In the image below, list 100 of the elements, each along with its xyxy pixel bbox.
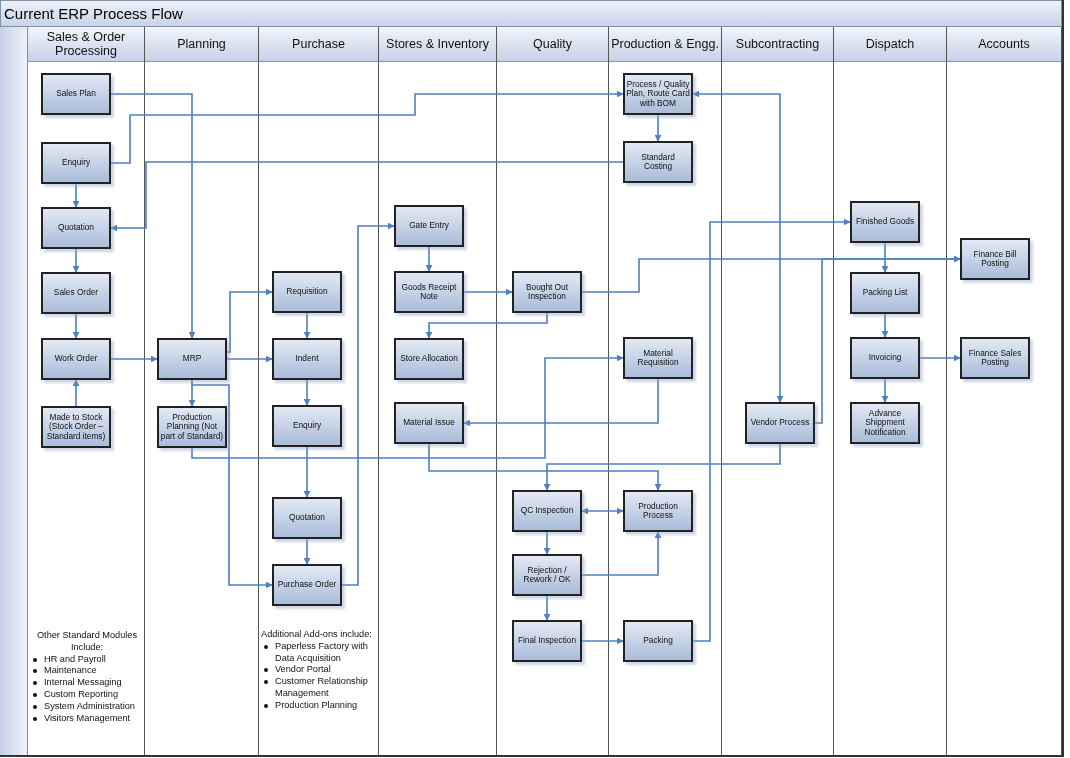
arrow — [303, 446, 311, 498]
arrow — [191, 354, 624, 459]
bullet-item: Visitors Management — [44, 712, 131, 723]
bullet-item: HR and Payroll — [44, 653, 106, 664]
arrow — [692, 90, 784, 403]
process-box: Requisition — [272, 271, 342, 313]
bullet-item: Custom Reporting — [44, 689, 119, 699]
process-box: Finished Goods — [850, 201, 920, 243]
arrow — [463, 378, 659, 427]
process-box: Quotation — [41, 207, 111, 249]
bullet-item: Internal Messaging — [44, 677, 122, 688]
arrow — [110, 93, 196, 339]
process-box: QC Inspection — [512, 490, 582, 532]
lane-header: Planning — [145, 27, 258, 62]
swimlane — [947, 27, 1062, 755]
arrow — [191, 379, 273, 589]
arrow — [110, 161, 624, 232]
process-box: Enquiry — [41, 142, 111, 184]
bullet-item: Production Planning — [275, 699, 358, 710]
process-box: MRP — [157, 338, 227, 380]
process-box: Final Inspection — [512, 620, 582, 662]
arrow — [226, 288, 273, 353]
arrow — [425, 312, 548, 339]
bullet-item: Vendor Portal — [275, 664, 331, 675]
swimlane — [609, 27, 722, 755]
process-box: Process / Quality Plan, Route Card with BOM — [623, 73, 693, 115]
swimlane — [722, 27, 834, 755]
arrow — [543, 443, 781, 491]
arrow — [881, 313, 889, 338]
process-box: Production Process — [623, 490, 693, 532]
swimlane — [497, 27, 609, 755]
note-heading: Additional Add-ons include: — [261, 629, 373, 641]
arrow — [72, 183, 80, 208]
process-box: Finance Sales Posting — [960, 337, 1030, 379]
arrow — [654, 114, 662, 142]
note-heading: Other Standard Modules Include: — [35, 630, 139, 654]
process-box: Advance Shippment Notification — [850, 402, 920, 444]
diagram-title: Current ERP Process Flow — [0, 0, 1062, 27]
process-box: Vendor Process — [745, 402, 815, 444]
arrow — [110, 90, 624, 164]
arrow — [881, 378, 889, 403]
swimlane — [28, 27, 145, 755]
swimlane — [145, 27, 259, 755]
bullet-item: Maintenance — [44, 665, 97, 676]
swimlane — [259, 27, 379, 755]
arrow — [303, 538, 311, 565]
process-box: Purchase Order — [272, 564, 342, 606]
arrow — [581, 531, 662, 576]
process-box: Enquiry — [272, 405, 342, 447]
arrow — [581, 637, 624, 645]
process-box: Packing List — [850, 272, 920, 314]
lane-header: Accounts — [947, 27, 1061, 62]
process-box: Material Issue — [394, 402, 464, 444]
arrow — [881, 242, 889, 273]
process-box: Invoicing — [850, 337, 920, 379]
arrow — [303, 379, 311, 406]
arrow — [919, 354, 961, 362]
arrow — [425, 246, 433, 272]
process-box: Rejection / Rework / OK — [512, 554, 582, 596]
arrow — [72, 248, 80, 273]
lane-header: Purchase — [259, 27, 378, 62]
process-box: Sales Order — [41, 272, 111, 314]
lane-header: Sales & Order Processing — [28, 27, 144, 62]
lane-header: Quality — [497, 27, 608, 62]
bullet-item: System Administration — [44, 700, 135, 711]
swimlane — [834, 27, 947, 755]
arrow — [72, 379, 80, 407]
arrow — [581, 507, 624, 515]
arrow — [428, 443, 662, 491]
lane-header: Subcontracting — [722, 27, 833, 62]
process-box: Gate Entry — [394, 205, 464, 247]
arrow — [463, 288, 513, 296]
arrow — [814, 255, 961, 424]
process-box: Production Planning (Not part of Standard) — [157, 406, 227, 448]
arrow — [341, 222, 395, 586]
arrow — [543, 595, 551, 621]
process-box: Quotation — [272, 497, 342, 539]
process-box: Indent — [272, 338, 342, 380]
swimlane — [379, 27, 497, 755]
arrow — [692, 218, 851, 642]
lane-header: Stores & Inventory — [379, 27, 496, 62]
bullet-item: Customer Relationship Management — [275, 676, 368, 698]
process-box: Made to Stock (Stock Order – Standard items) — [41, 406, 111, 448]
process-box: Finance Bill Posting — [960, 238, 1030, 280]
lane-header: Production & Engg. — [609, 27, 721, 62]
process-box: Work Order — [41, 338, 111, 380]
process-box: Standard Costing — [623, 141, 693, 183]
process-box: Sales Plan — [41, 73, 111, 115]
process-box: Goods Receipt Note — [394, 271, 464, 313]
arrow — [226, 355, 273, 363]
pool-band — [0, 27, 28, 755]
arrow — [72, 313, 80, 339]
process-box: Bought Out Inspection — [512, 271, 582, 313]
process-box: Material Requisition — [623, 337, 693, 379]
process-box: Packing — [623, 620, 693, 662]
arrow — [303, 312, 311, 339]
lane-header: Dispatch — [834, 27, 946, 62]
process-box: Store Allocation — [394, 338, 464, 380]
arrow — [543, 531, 551, 555]
bullet-item: Paperless Factory with Data Acquisition — [275, 640, 368, 663]
